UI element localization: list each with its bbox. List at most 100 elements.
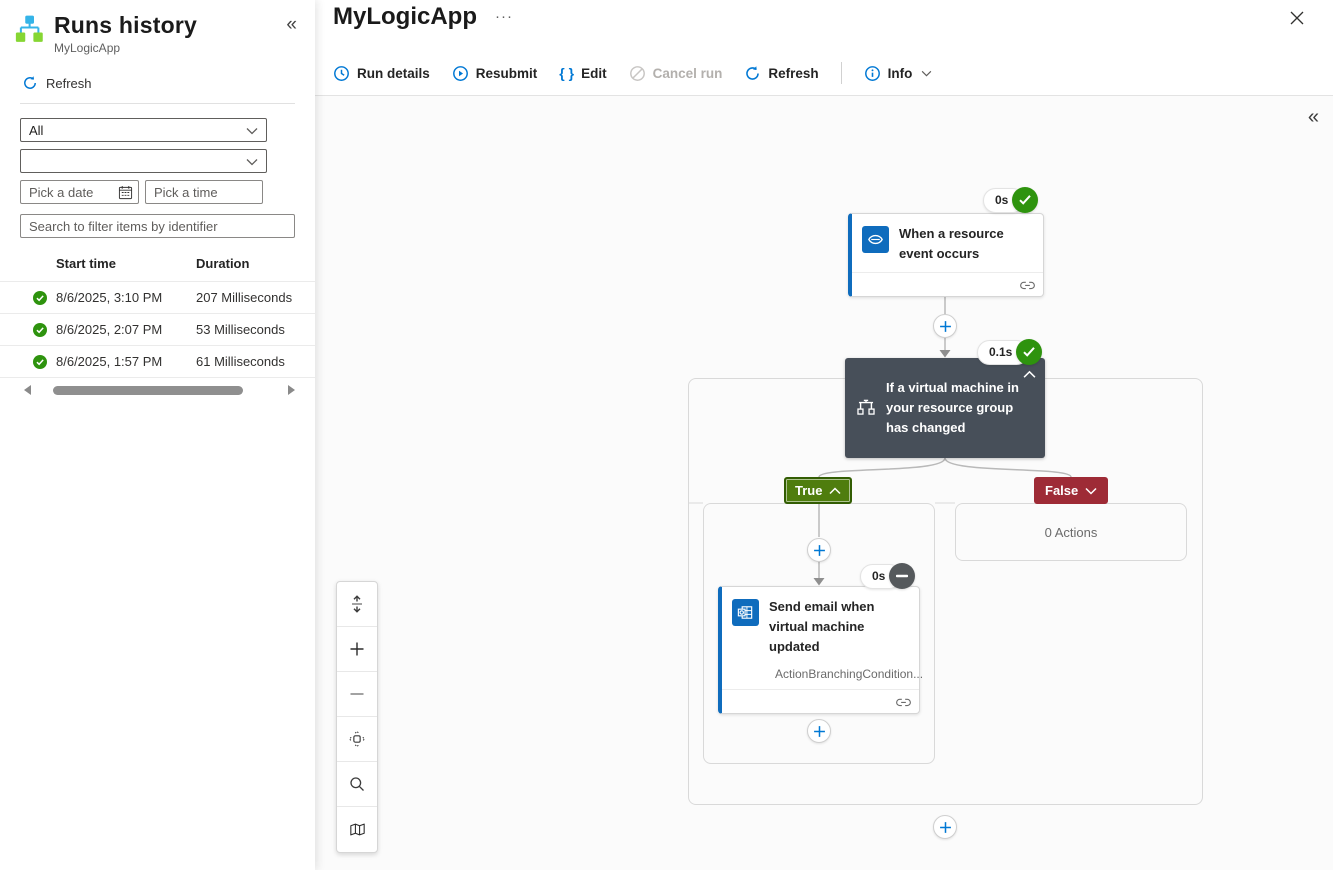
action-title: Send email when virtual machine updated: [769, 599, 875, 655]
run-start-time: 8/6/2025, 1:57 PM: [56, 354, 163, 369]
condition-node[interactable]: If a virtual machine in your resource gr…: [845, 358, 1045, 458]
divider: [20, 103, 295, 104]
success-check-icon: [1016, 339, 1043, 365]
minimap-button[interactable]: [337, 807, 377, 852]
pan-icon: [348, 730, 366, 748]
col-start-time[interactable]: Start time: [56, 256, 116, 271]
secondary-filter-dropdown[interactable]: [20, 149, 267, 173]
scroll-left-arrow[interactable]: [24, 385, 31, 395]
pan-mode-button[interactable]: [337, 717, 377, 762]
date-picker-input[interactable]: [20, 180, 139, 204]
resubmit-icon: [452, 65, 468, 81]
run-row[interactable]: 8/6/2025, 2:07 PM 53 Milliseconds: [0, 313, 315, 345]
scrollbar-track[interactable]: [39, 385, 280, 395]
workflow-connectors: [688, 295, 1072, 586]
chevron-down-icon: [1085, 487, 1097, 495]
time-picker-input[interactable]: [145, 180, 263, 204]
action-note: ActionBranchingCondition...: [722, 665, 923, 689]
runs-table: Start time Duration 8/6/2025, 3:10 PM 20…: [0, 252, 315, 396]
action-status-badge: 0s: [860, 563, 916, 589]
success-check-icon: [1012, 187, 1039, 213]
run-designer-pane: MyLogicApp ··· Run details Resubmit: [315, 0, 1333, 870]
zoom-in-button[interactable]: [337, 627, 377, 672]
calendar-icon[interactable]: [118, 185, 133, 200]
chevron-up-icon[interactable]: [1023, 370, 1036, 379]
chevron-down-icon: [246, 128, 258, 135]
cancel-run-button[interactable]: Cancel run: [629, 65, 722, 82]
canvas-search-button[interactable]: [337, 762, 377, 807]
run-toolbar: Run details Resubmit { } Edit Ca: [333, 62, 932, 84]
close-icon[interactable]: [1287, 8, 1307, 28]
resubmit-label: Resubmit: [475, 65, 538, 81]
action-footer: [722, 689, 919, 713]
refresh-icon: [24, 76, 36, 89]
status-filter-value: All: [29, 122, 44, 138]
run-duration: 61 Milliseconds: [196, 354, 285, 369]
table-header: Start time Duration: [0, 252, 315, 281]
info-label: Info: [887, 65, 913, 81]
chevron-down-icon: [922, 70, 932, 76]
refresh-run-button[interactable]: Refresh: [744, 65, 819, 82]
true-branch-badge[interactable]: True: [784, 477, 853, 504]
run-row[interactable]: 8/6/2025, 3:10 PM 207 Milliseconds: [0, 281, 315, 313]
logic-app-icon: [15, 15, 43, 42]
info-button[interactable]: Info: [864, 65, 933, 82]
search-icon: [350, 777, 364, 791]
insert-action-button[interactable]: [807, 538, 831, 562]
add-step-after-scope-button[interactable]: [933, 815, 957, 839]
runs-history-panel: Runs history MyLogicApp « Refresh All: [0, 0, 315, 870]
connection-icon[interactable]: [896, 694, 911, 709]
filters-section: All: [0, 104, 315, 238]
scrollbar-thumb[interactable]: [53, 385, 243, 395]
refresh-label: Refresh: [768, 65, 819, 81]
identifier-search-input[interactable]: [20, 214, 295, 238]
run-start-time: 8/6/2025, 3:10 PM: [56, 290, 163, 305]
cancel-icon: [629, 65, 645, 81]
trigger-title: When a resource event occurs: [899, 226, 1004, 262]
success-status-icon: [33, 290, 47, 305]
insert-step-button[interactable]: [933, 314, 957, 338]
run-row[interactable]: 8/6/2025, 1:57 PM 61 Milliseconds: [0, 345, 315, 377]
event-grid-icon: [862, 226, 889, 253]
false-branch-container: 0 Actions: [955, 503, 1187, 561]
condition-icon: [857, 399, 875, 415]
toolbar-divider: [840, 62, 842, 84]
canvas-controls-toolbar: [336, 581, 378, 853]
panel-title: Runs history: [54, 12, 197, 38]
resubmit-button[interactable]: Resubmit: [452, 65, 538, 82]
minus-icon: [350, 693, 364, 695]
runs-history-header: Runs history MyLogicApp «: [0, 0, 315, 55]
col-duration[interactable]: Duration: [196, 256, 250, 271]
connection-icon[interactable]: [1020, 277, 1035, 292]
edit-button[interactable]: { } Edit: [559, 65, 606, 81]
chevron-down-icon: [246, 159, 258, 166]
canvas-collapse-icon[interactable]: «: [1307, 106, 1319, 128]
info-icon: [864, 65, 880, 81]
runs-refresh-button[interactable]: Refresh: [22, 75, 92, 91]
panel-collapse-icon[interactable]: «: [286, 14, 297, 35]
run-details-label: Run details: [357, 65, 430, 81]
scroll-right-arrow[interactable]: [288, 385, 295, 395]
run-duration: 53 Milliseconds: [196, 322, 285, 337]
zoom-out-button[interactable]: [337, 672, 377, 717]
run-start-time: 8/6/2025, 2:07 PM: [56, 322, 163, 337]
fit-view-button[interactable]: [337, 582, 377, 627]
workflow-canvas[interactable]: «: [315, 96, 1333, 870]
false-branch-badge[interactable]: False: [1034, 477, 1109, 504]
status-filter-dropdown[interactable]: All: [20, 118, 267, 142]
more-options-icon[interactable]: ···: [495, 8, 513, 25]
false-label: False: [1045, 483, 1079, 498]
table-horizontal-scrollbar: [24, 384, 295, 396]
skipped-status-icon: [889, 563, 916, 589]
trigger-footer: [852, 272, 1043, 296]
run-details-button[interactable]: Run details: [333, 65, 430, 82]
app-title: MyLogicApp: [333, 3, 477, 30]
success-status-icon: [33, 322, 47, 337]
designer-header: MyLogicApp ··· Run details Resubmit: [315, 0, 1333, 96]
run-details-icon: [334, 65, 349, 81]
add-action-true-button[interactable]: [807, 719, 831, 743]
trigger-node[interactable]: When a resource event occurs: [848, 213, 1044, 298]
run-duration: 207 Milliseconds: [196, 290, 293, 305]
send-email-action-node[interactable]: Send email when virtual machine updated …: [718, 586, 923, 715]
